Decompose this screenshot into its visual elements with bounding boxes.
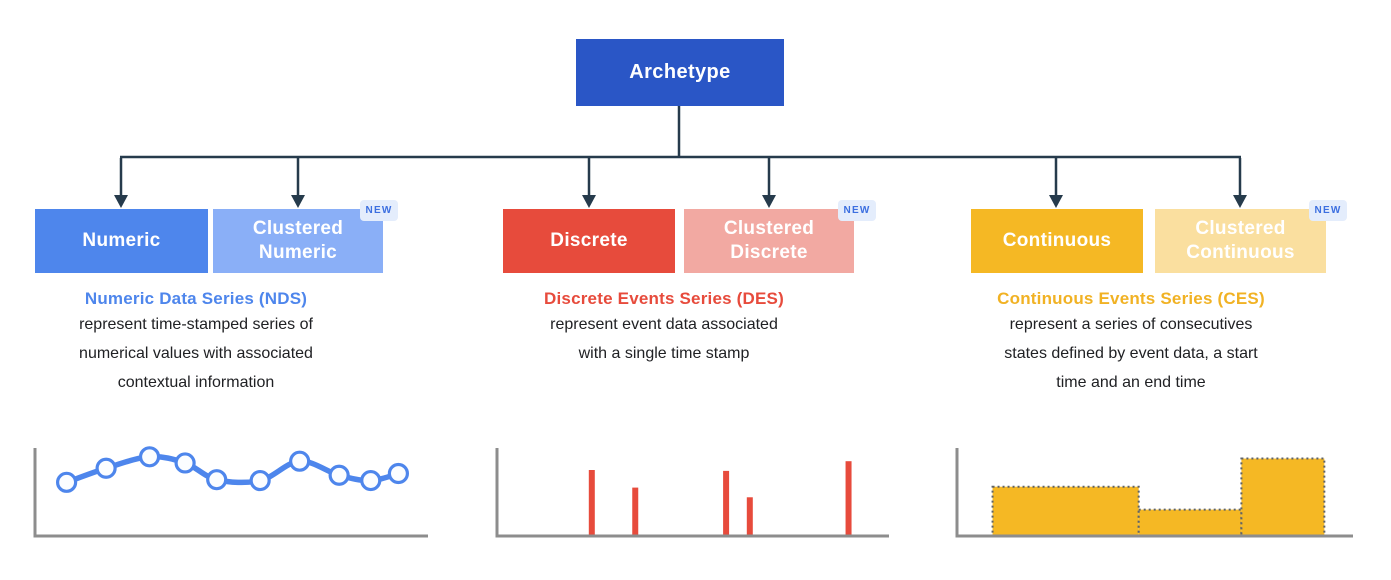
numeric-example-line-chart (33, 446, 428, 538)
node-discrete-label: Discrete (550, 230, 628, 251)
new-badge-numeric: NEW (360, 200, 398, 221)
heading-continuous-series: Continuous Events Series (CES) (997, 289, 1265, 308)
node-clustered-discrete: Clustered Discrete (684, 209, 854, 273)
new-badge-discrete: NEW (838, 200, 876, 221)
arrow-down-icon (1233, 195, 1247, 208)
node-clustered-continuous-label: Clustered Continuous (1186, 218, 1295, 263)
discrete-example-spike-chart (495, 448, 889, 538)
description-continuous-series: represent a series of consecutives state… (1004, 316, 1258, 391)
arrow-down-icon (762, 195, 776, 208)
node-continuous-label: Continuous (1002, 230, 1112, 251)
arrow-down-icon (291, 195, 305, 208)
node-clustered-numeric: Clustered Numeric (213, 209, 383, 273)
node-discrete: Discrete (503, 209, 675, 273)
node-clustered-continuous: Clustered Continuous (1155, 209, 1326, 273)
new-badge-continuous: NEW (1309, 200, 1347, 221)
node-archetype: Archetype (576, 39, 784, 106)
description-numeric-series: represent time-stamped series of numeric… (79, 316, 313, 391)
arrow-down-icon (114, 195, 128, 208)
node-continuous: Continuous (971, 209, 1143, 273)
node-numeric: Numeric (35, 209, 208, 273)
node-clustered-numeric-label: Clustered Numeric (252, 218, 344, 263)
node-numeric-label: Numeric (82, 230, 161, 251)
node-archetype-label: Archetype (629, 61, 731, 83)
new-badge-label: NEW (1314, 205, 1342, 216)
heading-numeric-series: Numeric Data Series (NDS) (84, 289, 308, 308)
continuous-example-block-chart (955, 448, 1353, 538)
new-badge-label: NEW (843, 205, 871, 216)
description-discrete-series: represent event data associated with a s… (550, 316, 778, 362)
node-clustered-discrete-label: Clustered Discrete (723, 218, 815, 263)
arrow-down-icon (1049, 195, 1063, 208)
heading-discrete-series: Discrete Events Series (DES) (544, 289, 784, 308)
new-badge-label: NEW (365, 205, 393, 216)
arrow-down-icon (582, 195, 596, 208)
connector-lines (119, 106, 1242, 197)
